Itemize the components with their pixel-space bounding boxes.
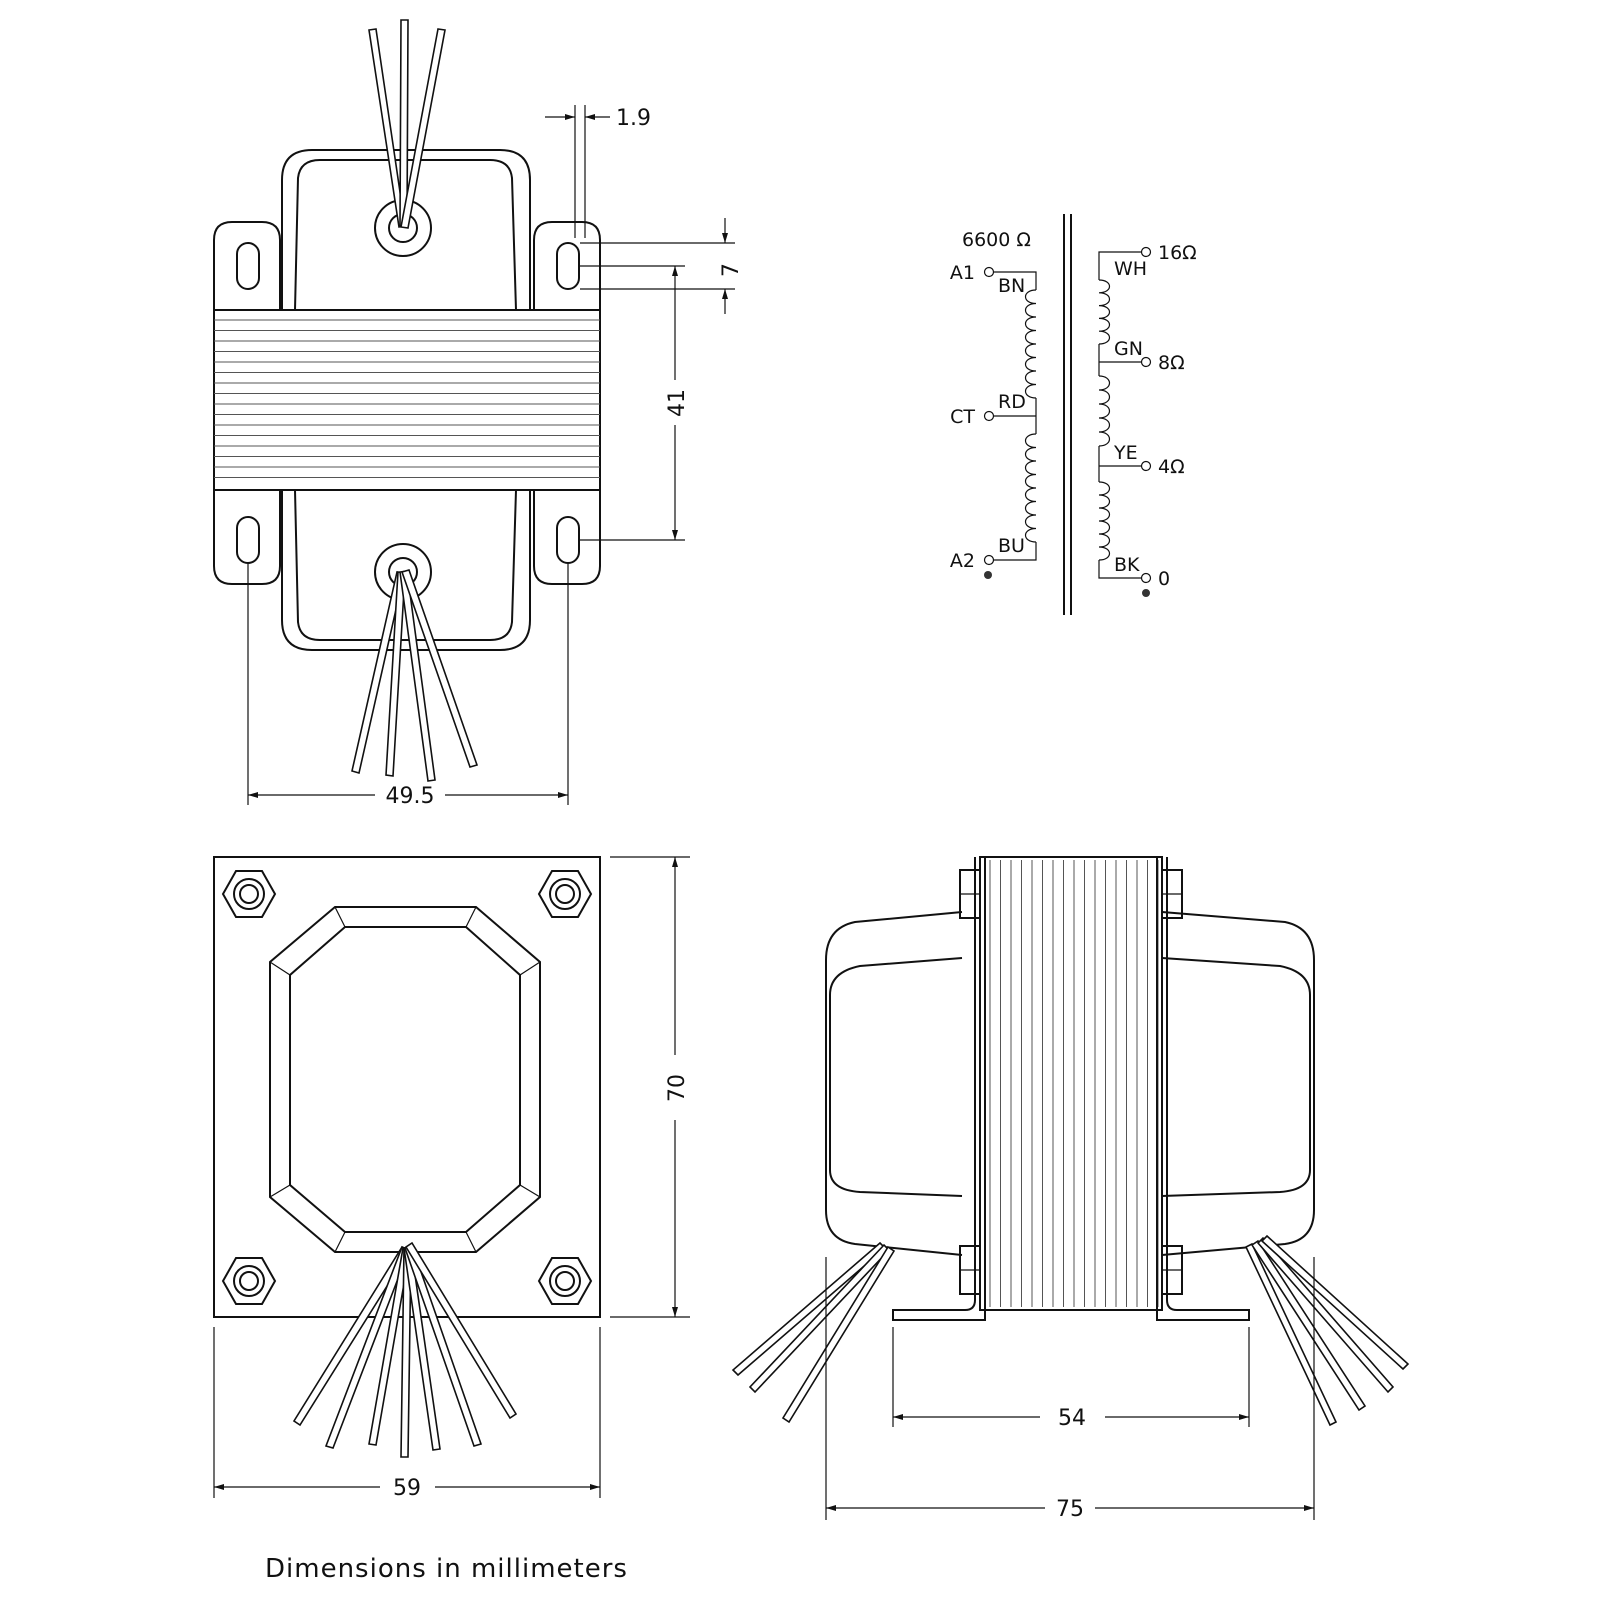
terminal-16ohm: 16Ω: [1158, 242, 1197, 264]
primary-impedance-label: 6600 Ω: [962, 229, 1031, 251]
nut-icon: [221, 1257, 277, 1305]
side-view: 54 75: [731, 856, 1410, 1522]
dim-top-view-height: 41: [665, 389, 690, 417]
terminal-CT: CT: [950, 406, 975, 428]
bolt-icon: [959, 869, 1183, 1295]
terminal-4ohm: 4Ω: [1158, 456, 1185, 478]
wire-color-BN: BN: [998, 275, 1025, 297]
dim-top-view-width: 49.5: [386, 784, 435, 809]
nut-icon: [537, 1257, 593, 1305]
units-note: Dimensions in millimeters: [265, 1554, 628, 1584]
nut-icon: [537, 870, 593, 918]
wiring-schematic: 6600 Ω A1 CT A2 BN RD BU 16Ω 8Ω: [950, 214, 1197, 615]
wire-color-YE: YE: [1113, 442, 1138, 464]
dim-slot-length: 7: [719, 263, 744, 277]
wire-color-RD: RD: [998, 391, 1026, 413]
dim-side-total-width: 75: [1056, 1497, 1084, 1522]
nut-icon: [221, 870, 277, 918]
terminal-A2: A2: [950, 550, 975, 572]
front-view: 70 59: [213, 856, 690, 1501]
top-view: 1.9 7 41 49.5: [213, 19, 744, 809]
wire-color-BU: BU: [998, 535, 1025, 557]
wire-color-BK: BK: [1114, 554, 1140, 576]
dim-front-width: 59: [393, 1476, 421, 1501]
terminal-A1: A1: [950, 262, 975, 284]
wire-color-GN: GN: [1114, 338, 1143, 360]
terminal-0: 0: [1158, 568, 1170, 590]
terminal-8ohm: 8Ω: [1158, 352, 1185, 374]
dim-front-height: 70: [665, 1074, 690, 1102]
wire-color-WH: WH: [1114, 258, 1147, 280]
dim-slot-offset: 1.9: [616, 106, 651, 131]
dim-mount-spacing: 54: [1058, 1406, 1086, 1431]
